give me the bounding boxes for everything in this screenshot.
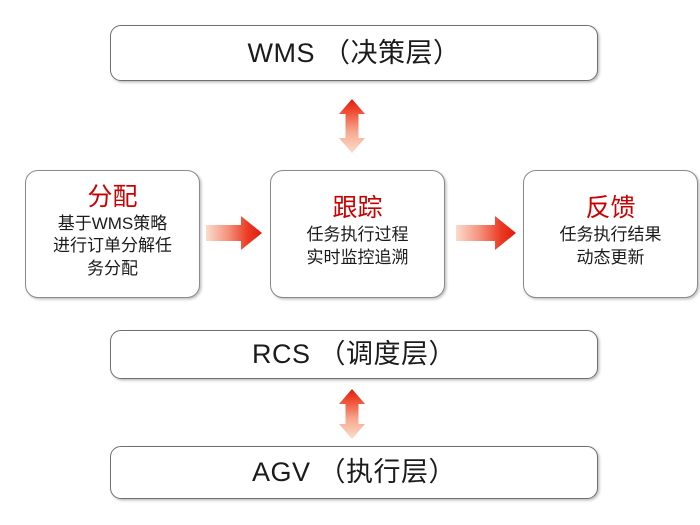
step-box-allocate[interactable]: 分配 基于WMS策略 进行订单分解任 务分配 — [25, 170, 200, 298]
arrow-allocate-to-track-icon — [206, 216, 262, 250]
layer-label-rcs: RCS （调度层） — [251, 339, 456, 369]
step-title-feedback: 反馈 — [585, 194, 636, 223]
step-box-feedback[interactable]: 反馈 任务执行结果 动态更新 — [523, 170, 698, 298]
layer-label-agv: AGV （执行层） — [251, 457, 457, 487]
double-arrow-wms-to-steps-icon — [339, 99, 365, 153]
step-title-allocate: 分配 — [87, 183, 138, 212]
step-box-track[interactable]: 跟踪 任务执行过程 实时监控追溯 — [270, 170, 445, 298]
step-body-allocate: 基于WMS策略 进行订单分解任 务分配 — [53, 214, 172, 278]
arrow-track-to-feedback-icon — [456, 216, 516, 250]
double-arrow-rcs-to-agv-icon — [339, 389, 365, 439]
layer-label-wms: WMS （决策层） — [247, 37, 461, 68]
step-body-feedback: 任务执行结果 动态更新 — [559, 225, 662, 267]
layer-box-agv[interactable]: AGV （执行层） — [110, 446, 598, 499]
layer-box-rcs[interactable]: RCS （调度层） — [110, 330, 598, 379]
step-title-track: 跟踪 — [332, 194, 383, 223]
layer-box-wms[interactable]: WMS （决策层） — [110, 25, 598, 81]
step-body-track: 任务执行过程 实时监控追溯 — [306, 225, 409, 267]
